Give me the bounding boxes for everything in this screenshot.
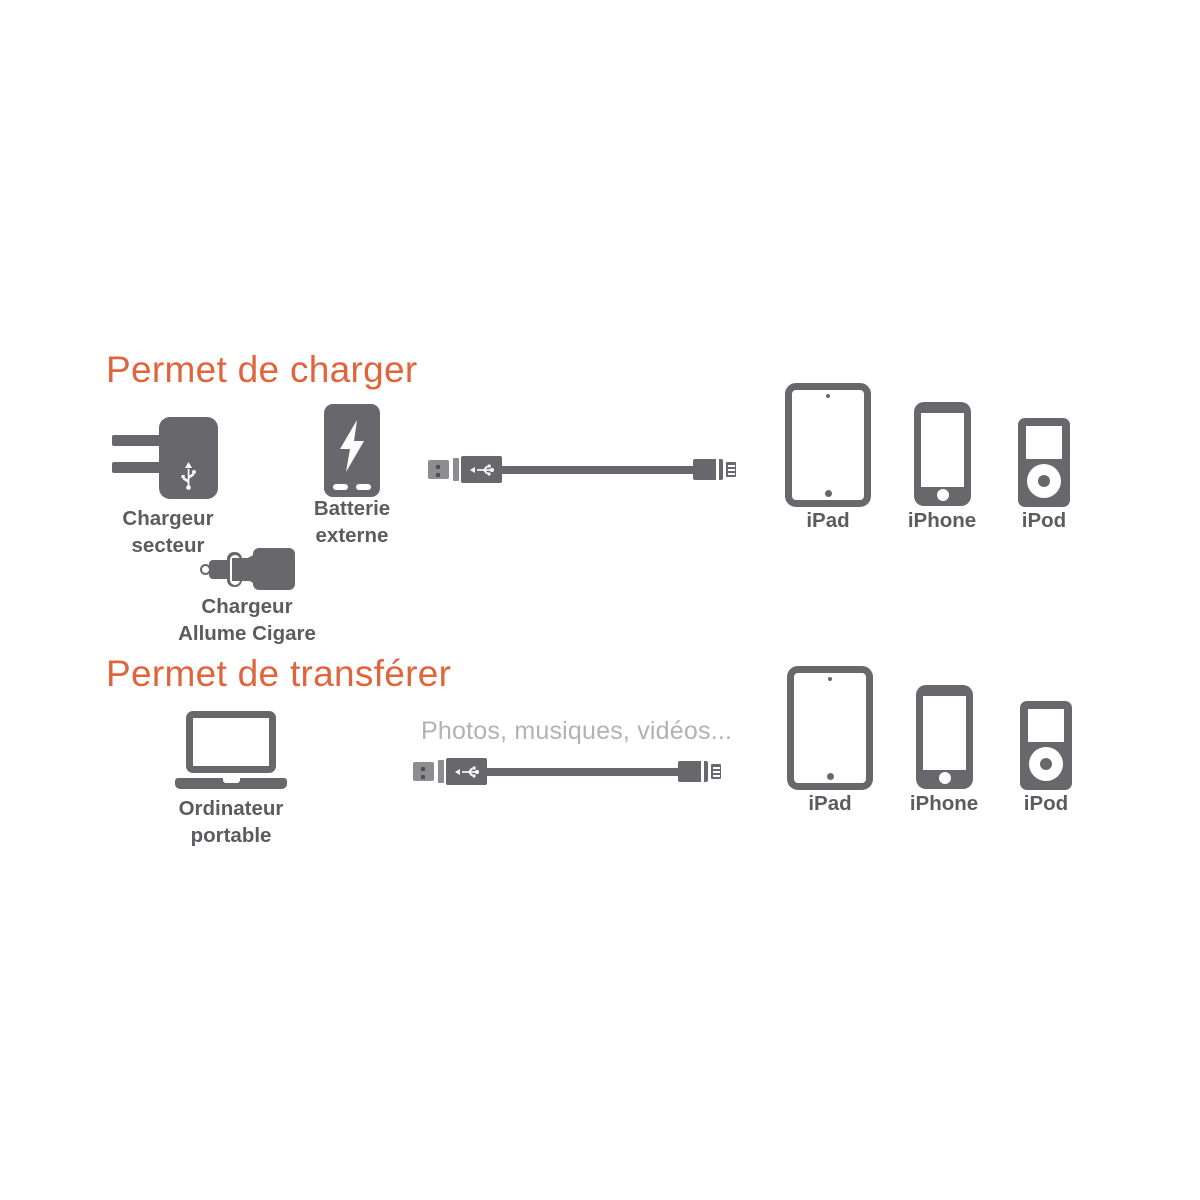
cable-usb-a-slot-bottom — [436, 473, 440, 477]
power-bank-label: Batterie externe — [313, 497, 391, 547]
lightning-bolt-icon — [340, 420, 364, 472]
ipod-icon — [1020, 701, 1072, 790]
wall-charger-label: Chargeur secteur — [122, 507, 214, 557]
ipod-click-wheel-center — [1038, 475, 1050, 487]
cable-lightning-pin-3 — [728, 473, 735, 475]
ipad-label: iPad — [806, 509, 850, 532]
cable-usb-a-gap — [434, 762, 438, 781]
ipod-click-wheel-center — [1040, 758, 1052, 770]
cable-lightning-split — [701, 761, 704, 782]
usb-symbol-icon — [470, 464, 494, 476]
ipod-label: iPod — [1021, 509, 1067, 532]
cable-usb-a-gap — [449, 460, 453, 479]
laptop-base — [175, 778, 287, 789]
cable-lightning-split — [716, 459, 719, 480]
ipad-label: iPad — [808, 792, 852, 815]
cable-lightning-pin-1 — [728, 465, 735, 467]
iphone-home-button — [936, 489, 949, 501]
cable-usb-a-tip — [413, 762, 434, 781]
car-charger-label: Chargeur Allume Cigare — [178, 595, 316, 645]
ipad-camera — [826, 394, 830, 398]
ipod-icon — [1018, 418, 1070, 507]
power-bank-indicator-right — [356, 484, 371, 490]
ipod-screen — [1028, 709, 1064, 742]
laptop-label: Ordinateur portable — [178, 797, 284, 847]
cable-usb-a-slot-bottom — [421, 775, 425, 779]
usb-lightning-cable-icon — [428, 453, 740, 485]
cable-usb-a-collar — [438, 760, 444, 783]
wall-charger-prong-bottom — [112, 462, 164, 473]
laptop-screen — [186, 711, 276, 773]
cable-lightning-housing — [693, 459, 723, 480]
ipad-home-button — [824, 490, 832, 497]
cable-lightning-pin-2 — [713, 771, 720, 773]
iphone-screen — [921, 413, 964, 487]
cable-lightning-pin-3 — [713, 775, 720, 777]
iphone-home-button — [938, 772, 951, 784]
power-bank-icon — [324, 404, 380, 497]
section-title-charger: Permet de charger — [106, 349, 418, 390]
cable-usb-a-tip — [428, 460, 449, 479]
ipad-icon — [785, 383, 871, 507]
iphone-icon — [916, 685, 973, 789]
ipad-camera — [828, 677, 832, 681]
usb-symbol-icon — [455, 766, 479, 778]
cable-usb-a-slot-top — [436, 465, 440, 469]
usb-symbol-icon — [181, 462, 196, 490]
ipod-label: iPod — [1023, 792, 1069, 815]
ipad-home-button — [826, 773, 834, 780]
car-charger-icon — [195, 548, 295, 590]
ipod-screen — [1026, 426, 1062, 459]
power-bank-indicator-left — [333, 484, 348, 490]
usb-lightning-cable-icon — [413, 755, 725, 787]
cable-wire — [486, 768, 689, 776]
cable-usb-a-collar — [453, 458, 459, 481]
iphone-label: iPhone — [909, 792, 979, 815]
cable-lightning-pin-2 — [728, 469, 735, 471]
ipad-frame — [785, 383, 871, 507]
section-title-transferer: Permet de transférer — [106, 653, 452, 694]
ipad-icon — [787, 666, 873, 790]
cable-lightning-housing — [678, 761, 708, 782]
laptop-icon — [175, 711, 287, 789]
cable-wire — [501, 466, 704, 474]
laptop-trackpad-notch — [223, 777, 240, 783]
iphone-icon — [914, 402, 971, 506]
iphone-screen — [923, 696, 966, 770]
ipad-frame — [787, 666, 873, 790]
wall-charger-icon — [108, 417, 218, 499]
cable-usb-a-slot-top — [421, 767, 425, 771]
wall-charger-prong-top — [112, 435, 164, 446]
transfer-caption: Photos, musiques, vidéos... — [421, 717, 733, 745]
car-charger-body — [253, 548, 295, 590]
iphone-label: iPhone — [907, 509, 977, 532]
cable-lightning-pin-1 — [713, 767, 720, 769]
